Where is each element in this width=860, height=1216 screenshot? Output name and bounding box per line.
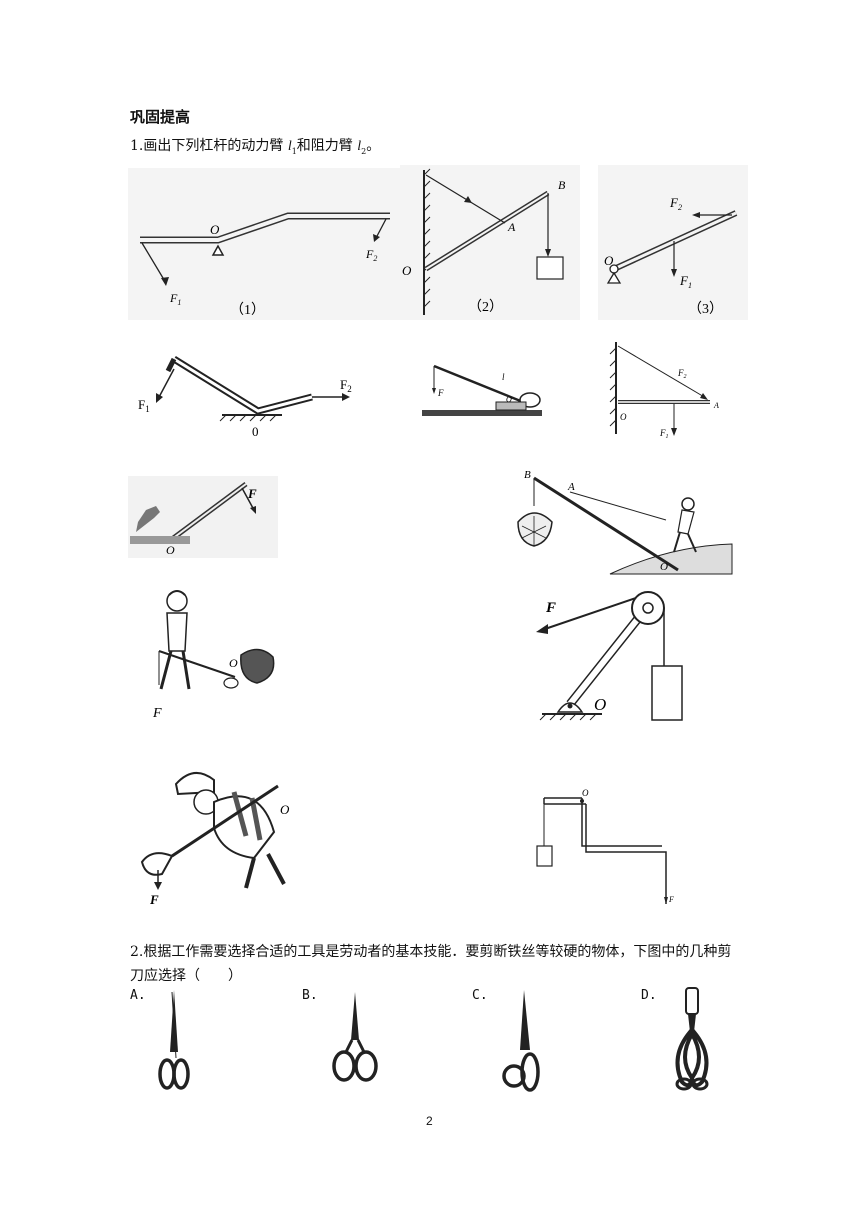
- figure-10-pulley-arm: F O: [536, 591, 683, 721]
- fig1-caption: （1）: [230, 302, 265, 318]
- scissors-a-image: [158, 990, 190, 1090]
- option-b-label[interactable]: B.: [302, 988, 318, 1003]
- fig4-label-F1: F: [138, 397, 145, 412]
- fig12-label-O: O: [582, 788, 589, 798]
- figure-9-worker-lever: O F: [152, 590, 275, 720]
- fig6-label-O: O: [620, 412, 627, 422]
- section-title: 巩固提高: [130, 108, 191, 126]
- scissors-c-image: [502, 990, 540, 1092]
- fig4-label-O: 0: [252, 424, 259, 439]
- figure-2-lever: O A B （2）: [400, 165, 580, 320]
- fig7-label-O: O: [166, 543, 175, 557]
- fig6-label-F1: F: [659, 428, 666, 438]
- figure-7-crowbar: F O: [128, 476, 278, 558]
- fig3-caption: （3）: [688, 301, 723, 317]
- q1-l1: l: [287, 139, 292, 154]
- q1-l2: l: [357, 139, 362, 154]
- fig2-caption: （2）: [468, 299, 503, 315]
- fig1-label-F1-sub: 1: [177, 298, 181, 307]
- option-a-label[interactable]: A.: [130, 988, 146, 1003]
- fig2-label-A: A: [507, 220, 516, 234]
- fig9-label-F: F: [152, 706, 162, 720]
- fig5-label-l: l: [502, 372, 505, 382]
- fig5-label-O: O: [506, 395, 512, 404]
- scissors-b-image: [332, 992, 378, 1082]
- figure-12-bent-lever: O F: [536, 788, 674, 904]
- figure-1-lever: O F1 F2 （1）: [128, 168, 400, 320]
- fig3-label-O: O: [604, 253, 614, 268]
- q1-prefix: 1.画出下列杠杆的动力臂: [130, 138, 288, 154]
- figure-11-worker-shovel: O F: [140, 772, 290, 907]
- svg-text:F1: F1: [659, 428, 669, 438]
- fig10-label-F: F: [545, 600, 556, 616]
- q1-l2-sub: 2: [361, 146, 367, 156]
- fig6-label-A: A: [713, 401, 719, 410]
- fig2-label-O: O: [402, 263, 412, 278]
- svg-text:F2: F2: [365, 247, 377, 263]
- fig8-label-B: B: [524, 469, 531, 481]
- q1-suffix: 。: [366, 138, 381, 154]
- fig9-label-O: O: [229, 656, 238, 670]
- fig4-label-F2-sub: 2: [347, 384, 352, 394]
- fig3-label-F2: F: [669, 195, 679, 210]
- svg-text:F2: F2: [340, 377, 352, 394]
- svg-text:F1: F1: [169, 291, 181, 307]
- fig6-label-F2: F: [677, 368, 684, 378]
- fig3-label-F1-sub: 1: [688, 281, 692, 290]
- option-d-label[interactable]: D.: [641, 988, 657, 1003]
- fig3-label-F2-sub: 2: [678, 203, 682, 212]
- svg-text:F1: F1: [679, 273, 692, 290]
- svg-text:F2: F2: [669, 195, 682, 212]
- figure-3-lever: O F2 F1 （3）: [598, 165, 748, 320]
- fig1-label-O: O: [210, 222, 220, 237]
- fig11-label-F: F: [149, 892, 159, 907]
- fig4-label-F2: F: [340, 377, 347, 392]
- fig3-label-F1: F: [679, 273, 689, 288]
- q1-mid: 和阻力臂: [296, 138, 358, 154]
- fig2-label-B: B: [558, 178, 566, 192]
- question-2: 2.根据工作需要选择合适的工具是劳动者的基本技能．要剪断铁丝等较硬的物体，下图中…: [130, 944, 732, 984]
- figure-8-fishing-rod: B A O: [517, 469, 733, 575]
- fig8-label-A: A: [567, 481, 575, 493]
- svg-text:F1: F1: [138, 397, 150, 414]
- fig8-label-O: O: [660, 561, 668, 573]
- q1-l1-sub: 1: [291, 146, 297, 156]
- fig6-label-F2-sub: 2: [684, 374, 687, 380]
- option-c-label[interactable]: C.: [472, 988, 488, 1003]
- fig12-label-F: F: [668, 895, 674, 904]
- fig5-label-F: F: [437, 388, 444, 398]
- fig4-label-F1-sub: 1: [145, 404, 150, 414]
- question-1: 1.画出下列杠杆的动力臂 l1和阻力臂 l2。: [130, 135, 380, 156]
- svg-text:F2: F2: [677, 368, 687, 380]
- fig7-label-F: F: [247, 486, 257, 501]
- fig6-label-F1-sub: 1: [666, 434, 669, 438]
- fig10-label-O: O: [594, 695, 606, 714]
- scissors-d-image: [675, 987, 709, 1091]
- fig1-label-F1: F: [169, 291, 178, 305]
- figure-4-lever: F1 F2 0: [138, 356, 352, 439]
- figure-5-crane: F l O: [422, 364, 542, 416]
- fig1-label-F2: F: [365, 247, 374, 261]
- page-number: 2: [426, 1114, 433, 1128]
- figure-6-bracket: O F2 A F1: [609, 342, 719, 438]
- fig11-label-O: O: [280, 802, 290, 817]
- fig1-label-F2-sub: 2: [373, 254, 377, 263]
